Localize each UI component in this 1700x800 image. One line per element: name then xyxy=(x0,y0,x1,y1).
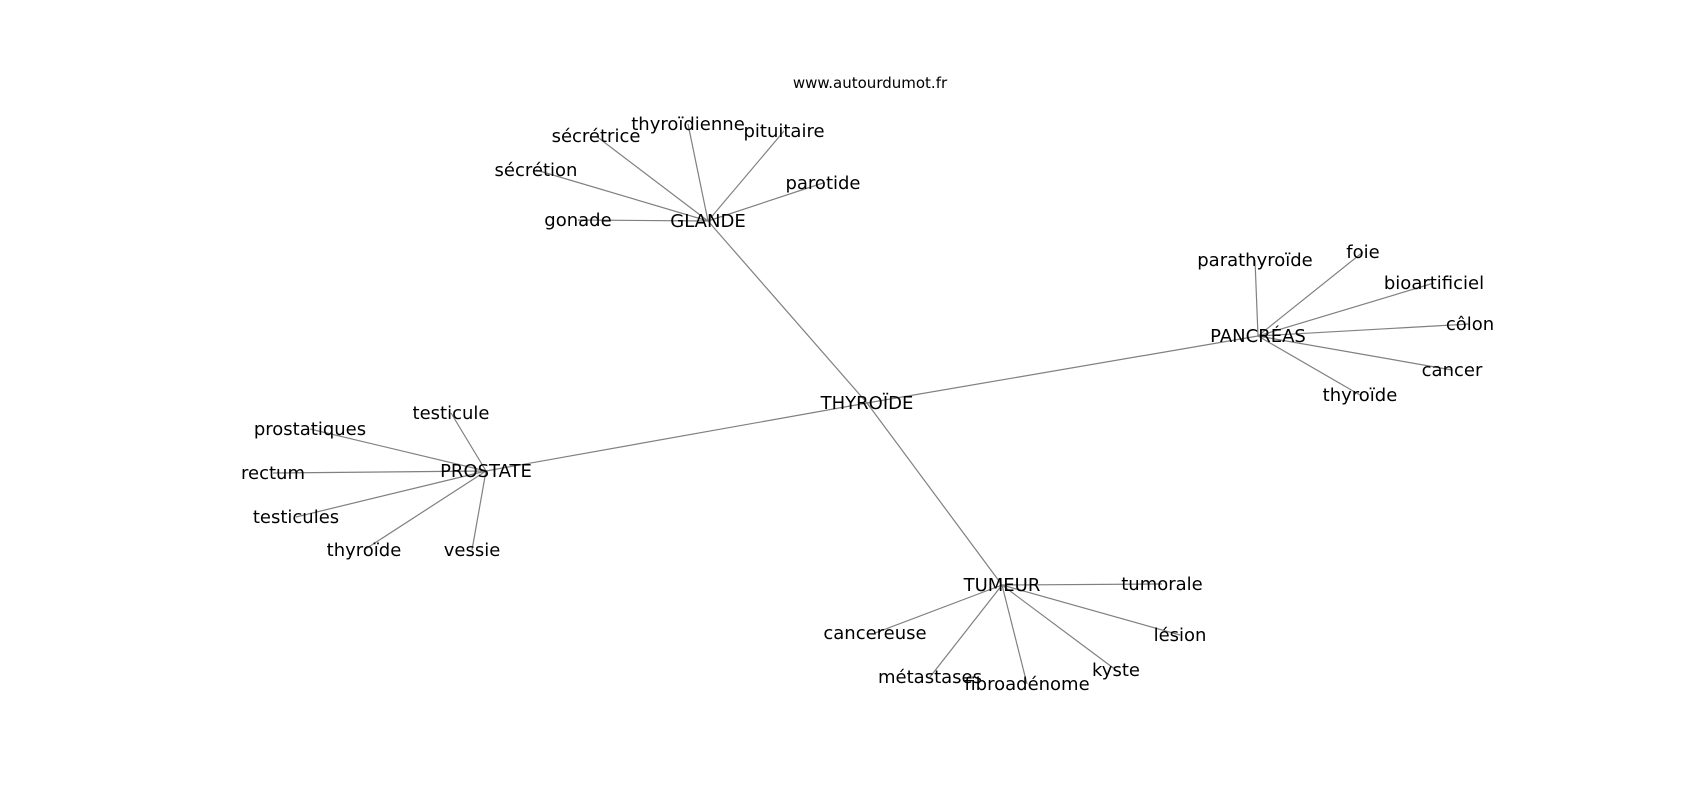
graph-labels: THYROÏDEGLANDEgonadesécrétionsécrétricet… xyxy=(241,114,1494,695)
leaf-node-tumeur: tumorale xyxy=(1121,574,1203,595)
edge-tumeur-0 xyxy=(1001,583,1163,586)
edge-prostate-1 xyxy=(309,428,487,472)
leaf-node-pancreas: cancer xyxy=(1422,360,1483,381)
leaf-node-tumeur: métastases xyxy=(878,667,982,688)
leaf-node-prostate: testicules xyxy=(253,507,339,528)
edge-pancreas-5 xyxy=(1257,335,1361,396)
edge-pancreas-2 xyxy=(1257,282,1435,337)
leaf-node-tumeur: lésion xyxy=(1154,625,1207,646)
leaf-node-glande: thyroïdienne xyxy=(631,114,745,135)
edge-pancreas-3 xyxy=(1257,323,1471,337)
edge-glande-0 xyxy=(577,219,709,222)
hub-node-glande: GLANDE xyxy=(670,211,745,232)
leaf-node-prostate: rectum xyxy=(241,463,305,484)
edge-tumeur-5 xyxy=(929,584,1003,678)
leaf-node-pancreas: côlon xyxy=(1446,314,1494,335)
leaf-node-prostate: vessie xyxy=(444,540,501,561)
leaf-node-pancreas: thyroïde xyxy=(1323,385,1398,406)
edge-center-pancreas xyxy=(866,335,1259,404)
hub-node-tumeur: TUMEUR xyxy=(963,575,1041,596)
edge-center-glande xyxy=(707,220,868,404)
leaf-node-glande: parotide xyxy=(785,173,860,194)
hub-node-pancreas: PANCRÉAS xyxy=(1210,325,1306,347)
edge-center-tumeur xyxy=(866,402,1003,586)
edge-tumeur-4 xyxy=(1001,584,1028,685)
edge-glande-3 xyxy=(687,123,709,222)
leaf-node-pancreas: bioartificiel xyxy=(1384,273,1484,294)
edge-prostate-3 xyxy=(295,470,487,518)
leaf-node-prostate: testicule xyxy=(413,403,490,424)
edge-glande-2 xyxy=(595,135,709,222)
edge-center-prostate xyxy=(485,402,868,472)
leaf-node-tumeur: fibroadénome xyxy=(964,674,1089,695)
edge-glande-4 xyxy=(707,130,785,222)
edge-tumeur-3 xyxy=(1001,584,1117,671)
site-watermark: www.autourdumot.fr xyxy=(793,74,948,92)
hub-node-prostate: PROSTATE xyxy=(440,461,532,482)
edge-prostate-0 xyxy=(450,412,487,472)
leaf-node-pancreas: foie xyxy=(1346,242,1379,263)
leaf-node-prostate: prostatiques xyxy=(254,419,366,440)
leaf-node-tumeur: cancereuse xyxy=(823,623,926,644)
edge-pancreas-0 xyxy=(1254,259,1259,337)
leaf-node-prostate: thyroïde xyxy=(327,540,402,561)
edge-pancreas-4 xyxy=(1257,335,1453,371)
center-node-label: THYROÏDE xyxy=(820,393,914,414)
leaf-node-glande: pituitaire xyxy=(743,121,824,142)
edge-tumeur-1 xyxy=(874,584,1003,634)
edge-tumeur-2 xyxy=(1001,584,1181,636)
edge-glande-5 xyxy=(707,182,824,222)
leaf-node-glande: sécrétrice xyxy=(552,126,641,147)
graph-edges xyxy=(272,123,1471,685)
edge-prostate-2 xyxy=(272,470,487,474)
edge-pancreas-1 xyxy=(1257,251,1364,337)
edge-prostate-4 xyxy=(363,470,487,551)
leaf-node-pancreas: parathyroïde xyxy=(1197,250,1313,271)
leaf-node-glande: gonade xyxy=(544,210,611,231)
edge-glande-1 xyxy=(535,169,709,222)
leaf-node-tumeur: kyste xyxy=(1092,660,1140,681)
edge-prostate-5 xyxy=(471,470,487,551)
leaf-node-glande: sécrétion xyxy=(495,160,578,181)
